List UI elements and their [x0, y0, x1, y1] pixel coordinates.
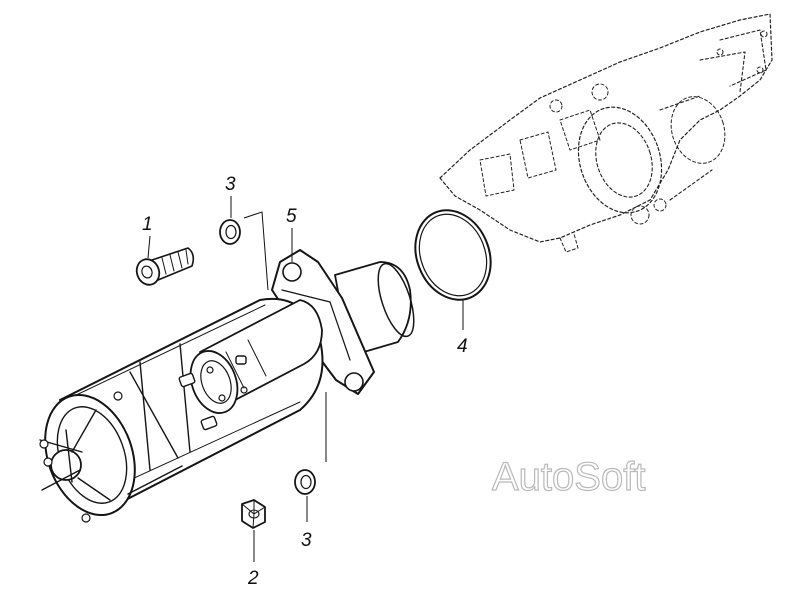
washer-lower	[294, 469, 316, 495]
washer-upper	[219, 219, 241, 245]
leader-1	[147, 235, 151, 259]
mounting-bolt	[135, 247, 195, 286]
watermark-text: AutoSoft	[492, 455, 645, 499]
callout-3-upper: 3	[225, 174, 236, 195]
callout-2: 2	[247, 568, 259, 589]
leader-3-axis	[243, 211, 269, 291]
o-ring	[414, 209, 492, 301]
callout-labels: 1 3 5 4 3 2	[142, 174, 468, 589]
starter-motor	[39, 249, 415, 523]
leader-lines	[147, 196, 464, 562]
flywheel-housing	[439, 13, 773, 253]
callout-5: 5	[286, 206, 297, 227]
callout-1: 1	[142, 214, 153, 235]
callout-4: 4	[457, 336, 468, 357]
nut	[241, 499, 266, 529]
callout-3-lower: 3	[301, 530, 312, 551]
